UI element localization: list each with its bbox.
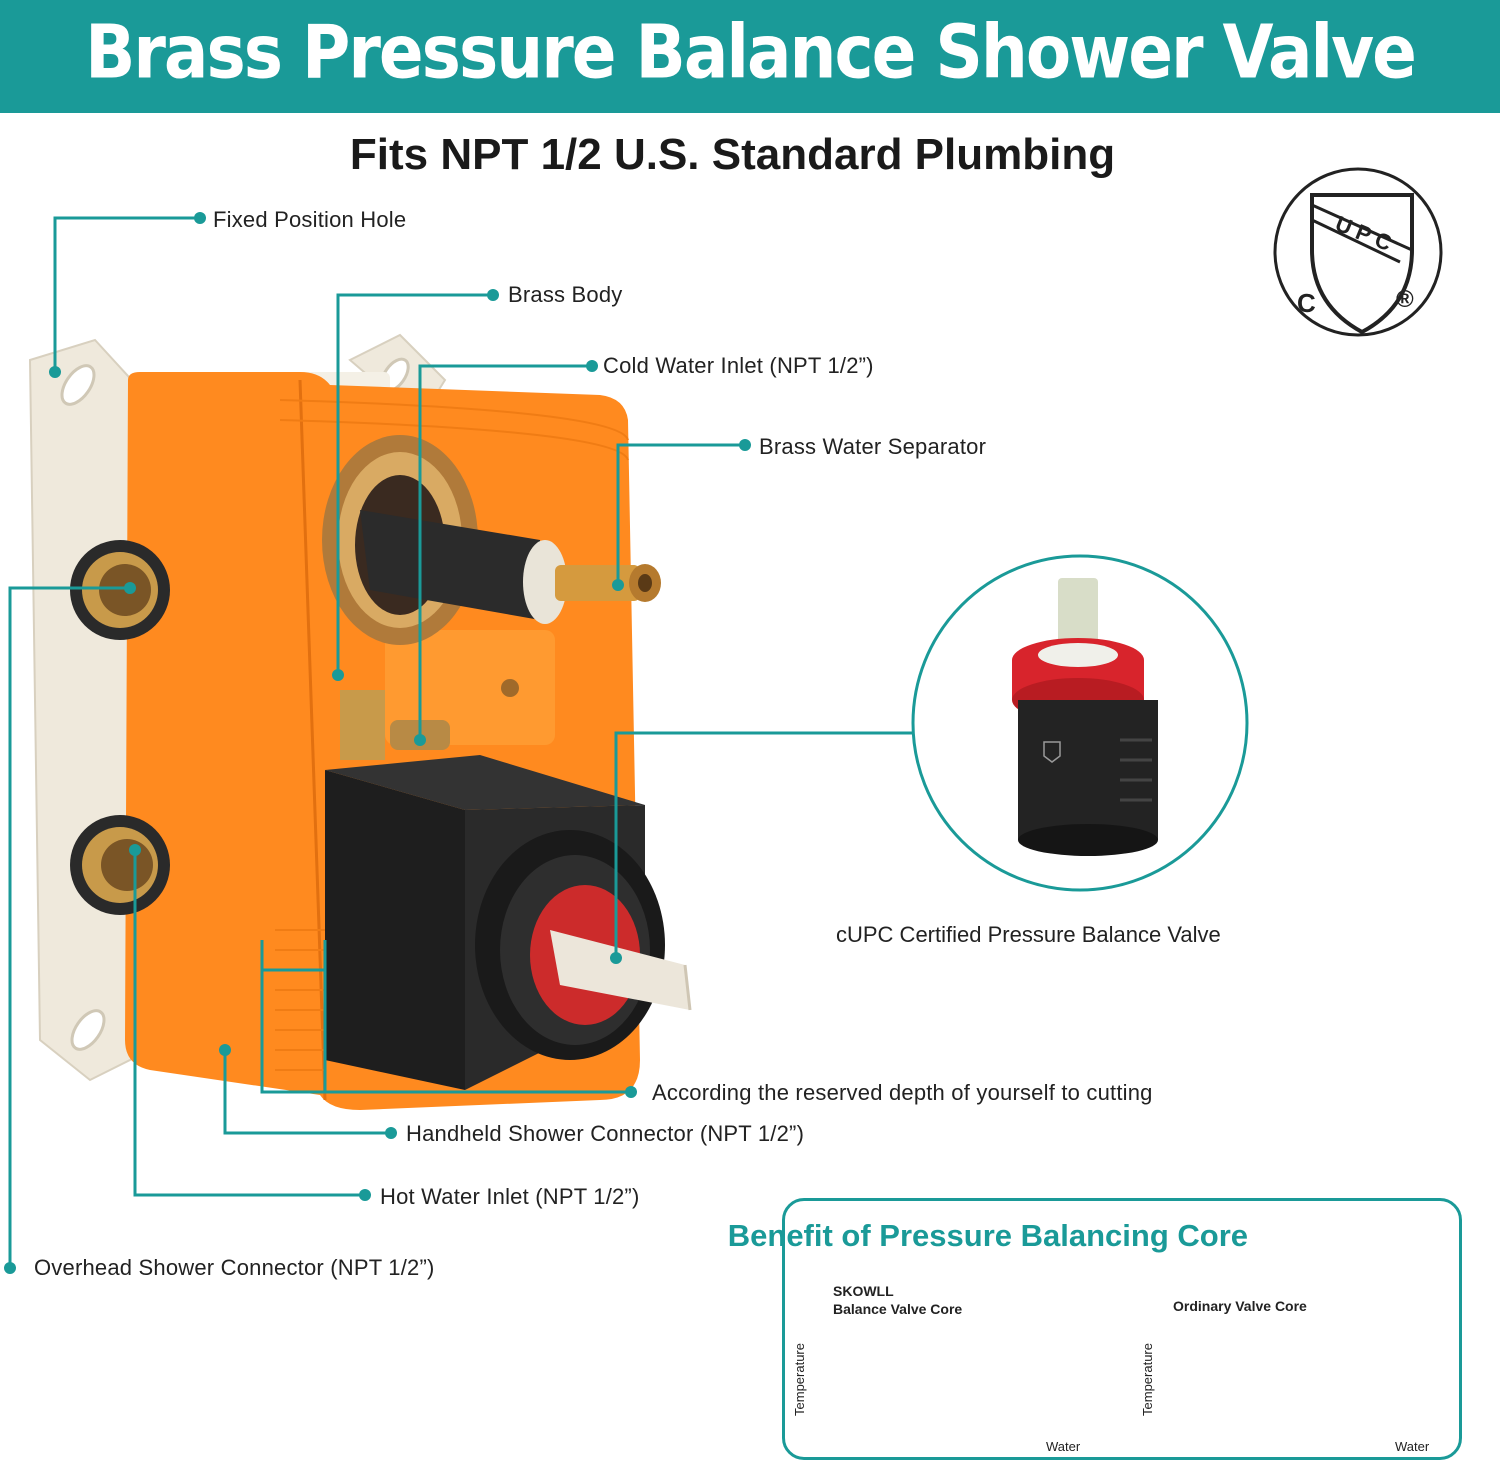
label-brass-water-separator: Brass Water Separator bbox=[759, 434, 987, 459]
header-banner bbox=[0, 0, 1500, 113]
page-subtitle: Fits NPT 1/2 U.S. Standard Plumbing bbox=[349, 130, 1116, 179]
left-chart-ylabel: Temperature bbox=[791, 1343, 807, 1416]
label-brass-body: Brass Body bbox=[508, 282, 623, 307]
label-overhead-shower-connector: Overhead Shower Connector (NPT 1/2”) bbox=[34, 1255, 435, 1280]
left-chart-label-1: SKOWLL bbox=[833, 1283, 894, 1299]
callout-lines bbox=[8, 216, 912, 1268]
right-chart-label: Ordinary Valve Core bbox=[1173, 1298, 1307, 1314]
label-reserved-depth: According the reserved depth of yourself… bbox=[652, 1080, 1153, 1105]
valve-stem bbox=[360, 510, 661, 624]
left-inlets bbox=[70, 540, 170, 915]
benefit-panel bbox=[782, 1198, 1462, 1460]
right-chart-xlabel: Water bbox=[1395, 1439, 1430, 1454]
label-handheld-shower-connector: Handheld Shower Connector (NPT 1/2”) bbox=[406, 1121, 805, 1146]
label-hot-water-inlet: Hot Water Inlet (NPT 1/2”) bbox=[380, 1184, 640, 1209]
cupc-logo bbox=[1273, 167, 1443, 337]
benefit-title-wrap: Benefit of Pressure Balancing Core bbox=[0, 1218, 1248, 1254]
cupc-logo-r: ® bbox=[1396, 286, 1414, 313]
right-chart-ylabel: Temperature bbox=[1139, 1343, 1155, 1416]
callout-dots bbox=[4, 212, 751, 1274]
page-title: Brass Pressure Balance Shower Valve bbox=[85, 9, 1417, 96]
left-chart-xlabel: Water bbox=[1046, 1439, 1081, 1454]
cartridge-closeup bbox=[911, 554, 1249, 892]
label-fixed-position-hole: Fixed Position Hole bbox=[213, 207, 407, 232]
cartridge-block bbox=[325, 755, 692, 1090]
cupc-logo-c: C bbox=[1297, 288, 1316, 318]
cert-caption: cUPC Certified Pressure Balance Valve bbox=[836, 922, 1221, 947]
left-chart-label-2: Balance Valve Core bbox=[833, 1301, 963, 1317]
benefit-title: Benefit of Pressure Balancing Core bbox=[727, 1218, 1248, 1253]
label-cold-water-inlet: Cold Water Inlet (NPT 1/2”) bbox=[603, 353, 874, 378]
